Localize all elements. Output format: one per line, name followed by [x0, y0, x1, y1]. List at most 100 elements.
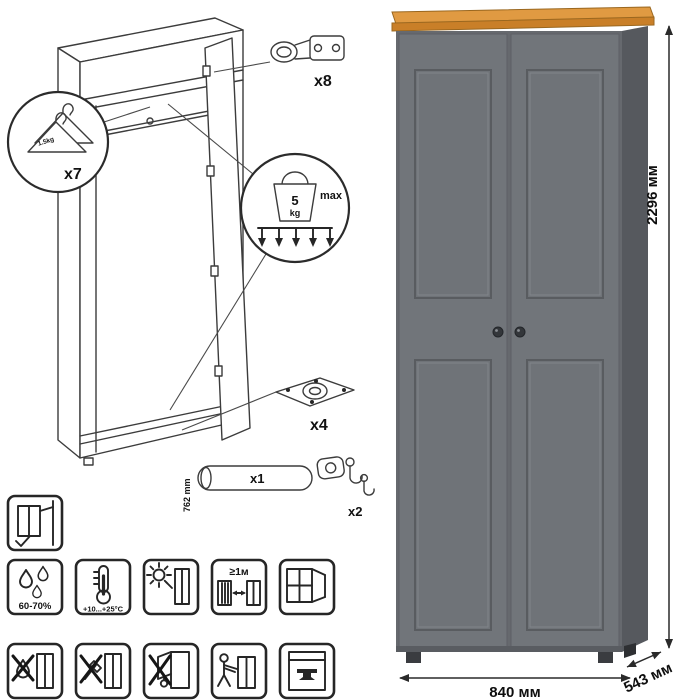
foot-side [624, 643, 636, 658]
hanger-icon [27, 112, 87, 153]
icon-frame [74, 642, 132, 700]
weight-handle [281, 171, 309, 185]
foot-ring [302, 382, 328, 400]
load-unit-label: kg [290, 208, 301, 218]
cabinet-shape [170, 651, 190, 689]
humidity-label: 60-70% [19, 601, 52, 612]
cabinet-shape [288, 651, 326, 691]
shelf-load-callout: 5 kg max [239, 152, 351, 264]
radiator-shape [217, 580, 232, 606]
arrow-head-right [241, 590, 246, 596]
callout-leader-lines [100, 61, 277, 431]
rail-coupler-body [316, 456, 345, 480]
wireframe-foot-left [83, 457, 94, 466]
hinge-arm-bottom [294, 57, 311, 60]
hinge-hardware: x8 [270, 35, 345, 90]
width-dimension-label: 840 мм [489, 684, 540, 700]
hook-curve [349, 465, 363, 484]
wood-top-front-edge [391, 16, 655, 32]
person-arm [223, 664, 238, 670]
left-door-lower-panel-highlight [417, 362, 489, 628]
foot-hardware: x4 [275, 377, 355, 434]
rail-hardware: x1 762 mm x2 [182, 456, 375, 519]
hangers-callout: 1.5kg x7 [6, 90, 110, 194]
cross-mark [148, 654, 172, 686]
rail-count-label: x1 [250, 471, 264, 486]
scraper-blade [89, 660, 102, 673]
rail-tube [197, 465, 313, 491]
foot-screw [314, 379, 318, 383]
rail-length-label: 762 mm [182, 478, 192, 512]
left-door-upper-panel-highlight [417, 72, 489, 296]
foot-front-left [406, 652, 421, 663]
door-hinge-mark-1 [202, 65, 211, 77]
height-dimension-label: 2296 мм [644, 165, 661, 225]
no-moisture-icon [6, 642, 64, 700]
foot-plate [275, 377, 355, 407]
ventilation-icon [278, 558, 336, 616]
load-leader-bottom [169, 253, 267, 411]
water-drop [16, 659, 30, 679]
right-door-upper-panel [526, 69, 604, 299]
humidity-icon: 60-70% [6, 558, 64, 616]
foot-leader [181, 391, 277, 431]
height-arrow-bottom [665, 639, 673, 649]
hinge-screw-hole-2 [331, 43, 341, 53]
hinge-leader [213, 61, 271, 73]
temperature-icon: +10...+25°C [74, 558, 132, 616]
hanging-weight [159, 679, 169, 688]
left-door-lower-panel [414, 359, 492, 631]
water-drop [37, 565, 49, 582]
cross-mark [79, 654, 103, 684]
hinge-arm-top [294, 39, 311, 46]
distributed-load-arrows [257, 227, 334, 247]
right-door-knob [514, 326, 526, 338]
rail-tube-end [200, 466, 212, 490]
cabinet-side-panel [622, 26, 648, 652]
cross-mark [11, 654, 35, 682]
person-leg [217, 674, 225, 687]
wireframe-bottom-shelf-edge [79, 408, 244, 445]
rail-hook-mark [146, 117, 154, 125]
no-heavy-load-icon [278, 642, 336, 700]
icon-frame [6, 558, 64, 616]
person-leg [223, 674, 231, 687]
load-arrow-head [275, 238, 283, 247]
door-hinge-mark-2 [206, 165, 215, 177]
hinge-icon [270, 35, 345, 63]
load-max-label: max [320, 190, 343, 202]
rail-coupler-hole [325, 462, 337, 474]
foot-count-label: x4 [310, 417, 328, 434]
foot-screw [310, 400, 314, 404]
hinge-screw-hole-1 [313, 43, 323, 53]
icon-frame [6, 642, 64, 700]
right-door-lower-panel [526, 359, 604, 631]
hanger-capacity-label: 1.5kg [37, 136, 55, 148]
knob-highlight [517, 329, 520, 332]
weight-body [273, 183, 317, 222]
no-hanging-on-door-icon [142, 642, 200, 700]
foot-screw [286, 388, 290, 392]
load-leader-top [167, 103, 254, 175]
foot-icon [275, 377, 355, 407]
right-door-lower-panel-highlight [529, 362, 601, 628]
rail-icon [197, 456, 345, 491]
hinge-count-label: x8 [314, 73, 332, 90]
sun-rays [146, 562, 172, 588]
hanger-leader [100, 106, 151, 124]
sun-core [152, 568, 166, 582]
distance-label: ≥1м [229, 566, 249, 578]
rail-coupler [316, 456, 345, 480]
right-door-upper-panel-highlight [529, 72, 601, 296]
left-door-upper-panel [414, 69, 492, 299]
hanger-hook-front [55, 112, 67, 125]
cabinet-base-shadow [396, 646, 622, 652]
door-hinge-mark-4 [214, 365, 223, 377]
height-arrow-top [665, 25, 673, 35]
depth-arrow-left [627, 659, 637, 667]
hinge-cup-inner [276, 46, 292, 58]
depth-arrow-right [651, 652, 661, 660]
do-not-drag-icon [210, 642, 268, 700]
sunlight-icon [142, 558, 200, 616]
